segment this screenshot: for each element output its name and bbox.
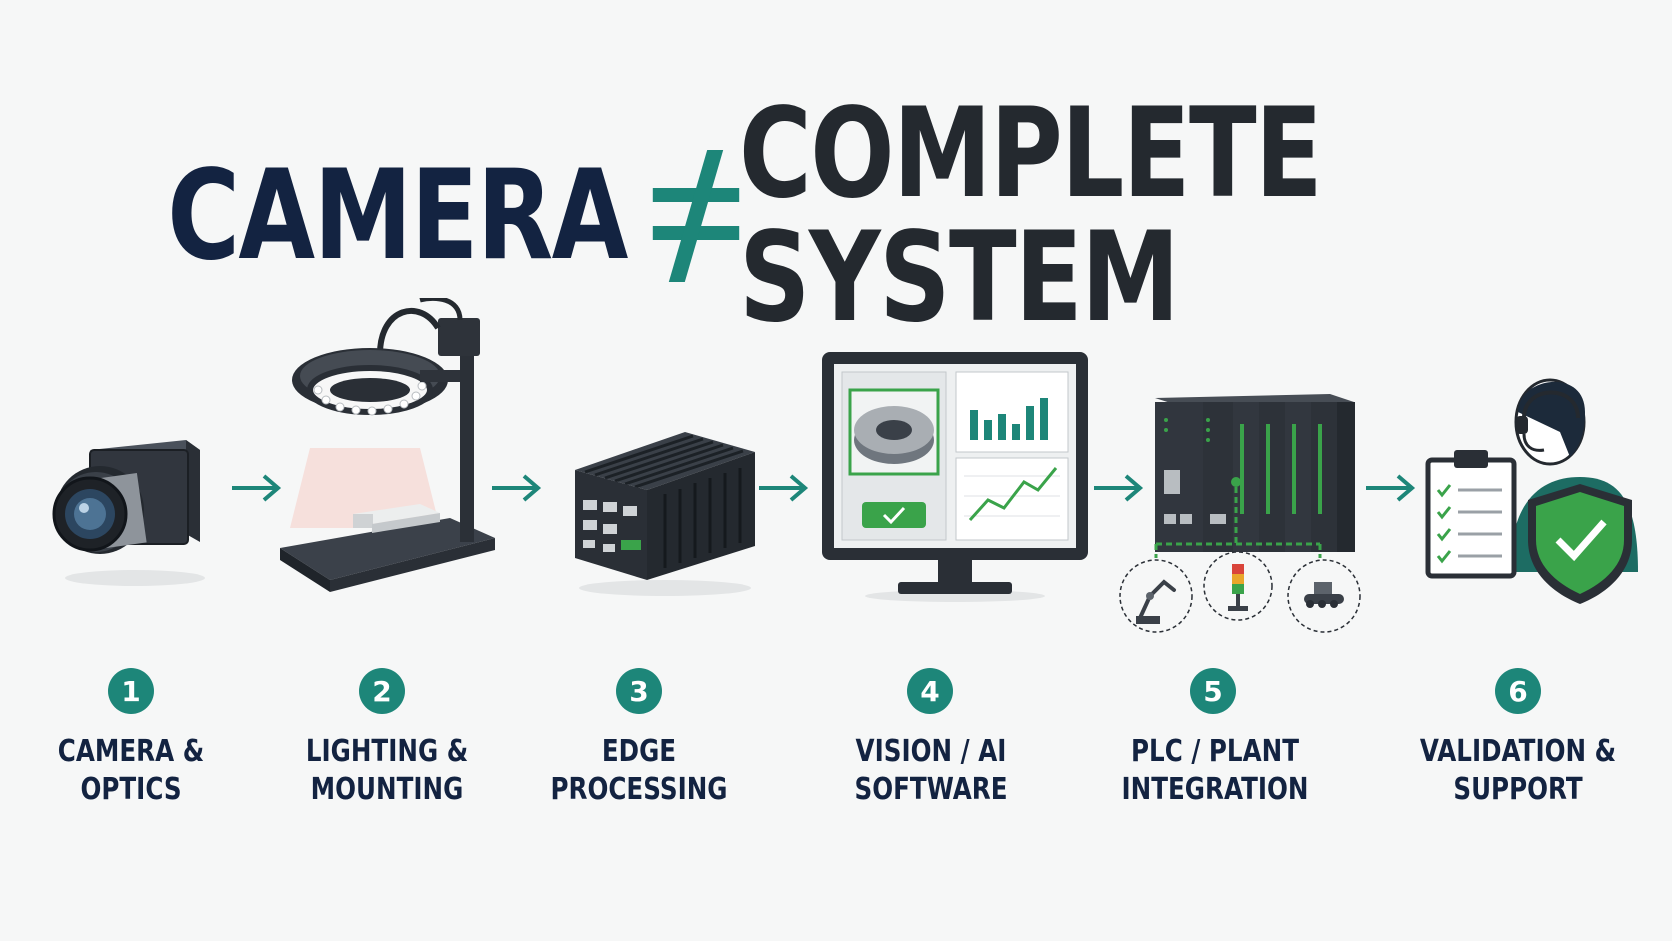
arrow-icon (232, 474, 282, 502)
camera-icon (52, 440, 205, 586)
edge-computer-icon (575, 432, 755, 596)
step-label-line: VISION / AI (855, 734, 1007, 769)
step-number-badge: 2 (359, 668, 405, 714)
step-label-plc-integration: PLC / PLANT INTEGRATION (1095, 733, 1335, 809)
step-label-line: CAMERA & (57, 734, 205, 769)
step-number-badge: 3 (616, 668, 662, 714)
step-label-line: MOUNTING (310, 772, 464, 807)
headline-right: COMPLETE SYSTEM (739, 82, 1323, 350)
step-label-line: PROCESSING (550, 772, 728, 807)
step-label-lighting-mounting: LIGHTING & MOUNTING (267, 733, 507, 809)
step-label-vision-software: VISION / AI SOFTWARE (811, 733, 1051, 809)
headline: CAMERA COMPLETE SYSTEM (167, 92, 1505, 340)
arrow-icon (1094, 474, 1144, 502)
step-label-line: INTEGRATION (1121, 772, 1309, 807)
step-label-line: EDGE (601, 734, 677, 769)
headline-left: CAMERA (167, 144, 628, 288)
step-label-line: VALIDATION & (1419, 734, 1617, 769)
arrow-icon (1366, 474, 1416, 502)
step-label-camera-optics: CAMERA & OPTICS (11, 733, 251, 809)
step-label-line: LIGHTING & (305, 734, 469, 769)
step-number-badge: 6 (1495, 668, 1541, 714)
step-number-badge: 1 (108, 668, 154, 714)
step-label-line: SUPPORT (1453, 772, 1583, 807)
step-number-badge: 5 (1190, 668, 1236, 714)
step-number-badge: 4 (907, 668, 953, 714)
arrow-icon (759, 474, 809, 502)
monitor-software-icon (822, 352, 1088, 602)
not-equal-icon (649, 146, 739, 286)
support-shield-icon (1425, 378, 1638, 604)
step-label-line: PLC / PLANT (1131, 734, 1299, 769)
step-label-validation-support: VALIDATION & SUPPORT (1398, 733, 1638, 809)
plc-rack-icon (1119, 394, 1361, 633)
ring-light-stand-icon (280, 298, 495, 592)
step-label-edge-processing: EDGE PROCESSING (519, 733, 759, 809)
step-label-line: SOFTWARE (854, 772, 1008, 807)
step-label-line: OPTICS (80, 772, 182, 807)
arrow-icon (492, 474, 542, 502)
